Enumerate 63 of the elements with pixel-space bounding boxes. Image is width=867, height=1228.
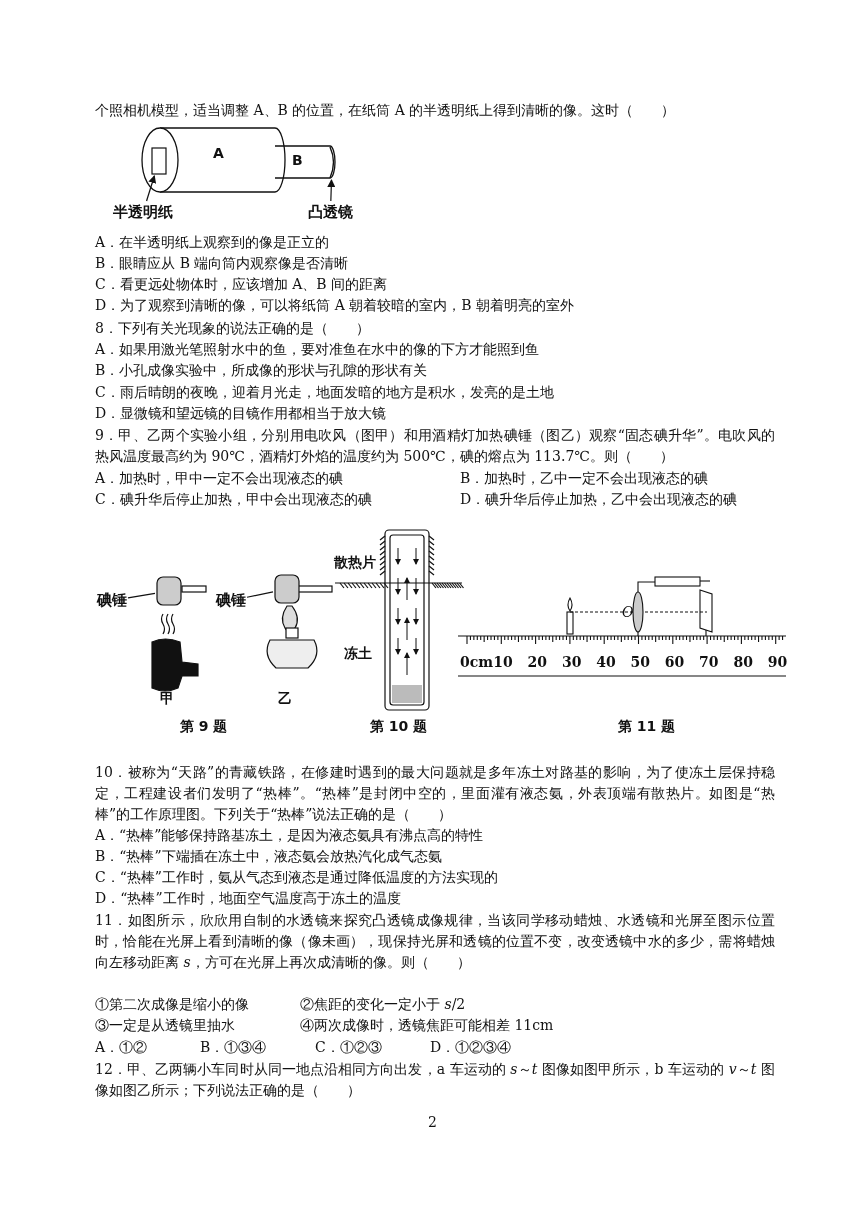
question-text: 10．被称为“天路”的青藏铁路，在修建时遇到的最大问题就是多年冻土对路基的影响，为了使冻土层保持稳定，工程建设者们发明了“热棒”。“热棒”是封闭中空的，里面灌有液态氨，外表顶端有散热片。如图是“热棒”的工作原理图。下列关于“热棒”说法正确的是（ ） xyxy=(95,763,775,824)
option-text: D．“热棒”工作时，地面空气温度高于冻土的温度 xyxy=(95,889,401,908)
question-text: 8．下列有关光现象的说法正确的是（ ） xyxy=(95,319,370,338)
option-text: B．眼睛应从 B 端向筒内观察像是否清晰 xyxy=(95,254,349,273)
option-text: D．①②③④ xyxy=(430,1038,512,1057)
leader-label: 碘锤 xyxy=(97,590,127,611)
page-number: 2 xyxy=(428,1113,437,1132)
leader-line xyxy=(246,591,274,598)
option-text: B．小孔成像实验中，所成像的形状与孔隙的形状有关 xyxy=(95,361,428,380)
leader-label: 碘锤 xyxy=(216,590,246,611)
question-text: 12．甲、乙两辆小车同时从同一地点沿相同方向出发，a 车运动的 s～t 图像如图甲所示，b 车运动的 v～t 图像如图乙所示；下列说法正确的是（ ） xyxy=(95,1060,775,1100)
option-text: A．①② xyxy=(95,1038,148,1057)
ruler-number: 30 xyxy=(561,653,582,672)
question-text: 9．甲、乙两个实验小组，分别用电吹风（图甲）和用酒精灯加热碘锤（图乙）观察“固态碘升华”。电吹风的热风温度最高约为 90℃，酒精灯外焰的温度约为 500℃，碘的熔点为 113.7℃。则（ ） xyxy=(95,426,775,466)
figure-label: 甲 xyxy=(160,689,174,708)
option-text: A．“热棒”能够保持路基冻土，是因为液态氨具有沸点高的特性 xyxy=(95,826,484,845)
iodine-hammer xyxy=(156,576,182,606)
figure-label: 乙 xyxy=(278,689,292,708)
translucent-paper xyxy=(151,147,167,175)
ruler-number: 80 xyxy=(733,653,753,672)
iodine-hammer xyxy=(274,574,300,604)
figure-caption: 第 10 题 xyxy=(370,717,428,736)
figure-caption: 第 9 题 xyxy=(180,717,228,736)
leader-label: 凸透镜 xyxy=(308,202,353,223)
option-text: C．雨后晴朗的夜晚，迎着月光走，地面发暗的地方是积水，发亮的是土地 xyxy=(95,383,554,402)
ruler-number: 90 xyxy=(767,653,788,672)
ruler-number: 50 xyxy=(630,653,650,672)
statement-text: ④两次成像时，透镜焦距可能相差 11cm xyxy=(300,1016,554,1035)
leader-line xyxy=(327,179,336,202)
figure-caption: 第 11 题 xyxy=(618,717,676,736)
option-text: D．为了观察到清晰的像，可以将纸筒 A 朝着较暗的室内，B 朝着明亮的室外 xyxy=(95,296,574,315)
lens-center-label: O xyxy=(622,603,634,622)
ruler-number: 0cm xyxy=(460,653,494,672)
option-text: A．加热时，甲中一定不会出现液态的碘 xyxy=(95,469,344,488)
option-text: A．如果用激光笔照射水中的鱼，要对准鱼在水中的像的下方才能照到鱼 xyxy=(95,340,540,359)
question-text: 11．如图所示，欣欣用自制的水透镜来探究凸透镜成像规律，当该同学移动蜡烛、水透镜和光屏至图示位置时，恰能在光屏上看到清晰的像（像未画），现保持光屏和透镜的位置不变，改变透镜中水的多少，需将蜡烛向左移动距离 s，方可在光屏上再次成清晰的像。则（ ） xyxy=(95,911,775,972)
convex-lens xyxy=(327,146,337,179)
option-text: B．“热棒”下端插在冻土中，液态氨会放热汽化成气态氨 xyxy=(95,847,442,866)
ruler-number: 40 xyxy=(596,653,616,672)
figure-label: 散热片 xyxy=(334,553,376,572)
statement-text: ③一定是从透镜里抽水 xyxy=(95,1016,235,1035)
question-text: 个照相机模型，适当调整 A、B 的位置，在纸筒 A 的半透明纸上得到清晰的像。这时（ ） xyxy=(95,101,677,120)
ruler-number: 60 xyxy=(664,653,685,672)
option-text: B．加热时，乙中一定不会出现液态的碘 xyxy=(460,469,709,488)
option-text: D．碘升华后停止加热，乙中会出现液态的碘 xyxy=(460,490,738,509)
option-text: C．“热棒”工作时，氨从气态到液态是通过降低温度的方法实现的 xyxy=(95,868,499,887)
ruler-number: 20 xyxy=(527,653,548,672)
ruler-number: 70 xyxy=(699,653,719,672)
statement-text: ①第二次成像是缩小的像 xyxy=(95,995,249,1014)
figure-label: 冻土 xyxy=(344,644,372,663)
option-text: C．看更远处物体时，应该增加 A、B 间的距离 xyxy=(95,275,387,294)
figure-label: A xyxy=(213,144,224,163)
option-text: D．显微镜和望远镜的目镜作用都相当于放大镜 xyxy=(95,404,387,423)
option-text: B．①③④ xyxy=(200,1038,267,1057)
option-text: A．在半透明纸上观察到的像是正立的 xyxy=(95,233,330,252)
ruler-number: 10 xyxy=(493,653,513,672)
option-text: C．①②③ xyxy=(315,1038,382,1057)
statement-text: ②焦距的变化一定小于 s/2 xyxy=(300,995,466,1014)
figure-label: B xyxy=(292,151,303,170)
option-text: C．碘升华后停止加热，甲中会出现液态的碘 xyxy=(95,490,372,509)
leader-line xyxy=(145,175,157,202)
leader-label: 半透明纸 xyxy=(113,202,173,223)
leader-line xyxy=(127,592,156,599)
